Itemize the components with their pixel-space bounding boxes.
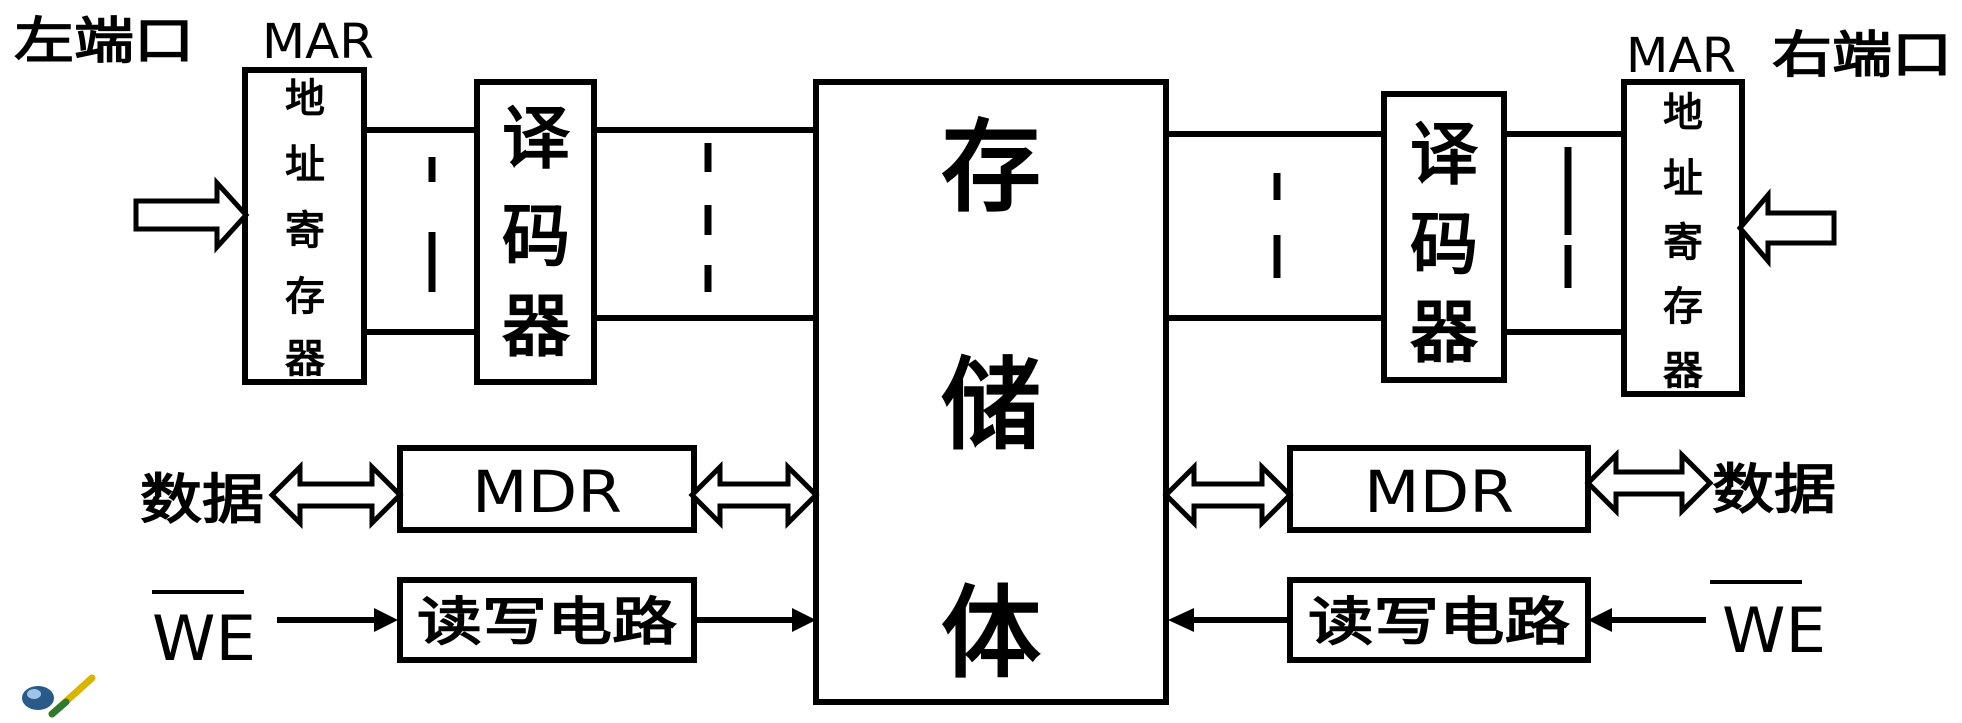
- left-address-register-label: 地 址 寄 存 器: [285, 75, 326, 382]
- svg-text:码: 码: [1410, 205, 1478, 285]
- right-we-to-rw-arrow: [1588, 608, 1706, 632]
- right-address-input-arrow: [1736, 188, 1837, 268]
- svg-text:体: 体: [941, 574, 1041, 692]
- svg-text:址: 址: [285, 141, 325, 188]
- right-data-label: 数据: [1712, 457, 1836, 521]
- right-memory-to-mdr-arrow: [1162, 460, 1294, 530]
- right-mdr-to-data-arrow: [1584, 448, 1714, 518]
- svg-text:器: 器: [1663, 347, 1704, 394]
- left-rw-to-memory-arrow: [696, 608, 816, 632]
- right-we-label: WE: [1722, 594, 1826, 667]
- left-port-title: 左端口: [14, 11, 194, 70]
- memory-array-label: 存 储 体: [941, 108, 1041, 692]
- svg-text:寄: 寄: [285, 207, 325, 254]
- left-rw-circuit-label: 读写电路: [417, 592, 678, 653]
- svg-text:器: 器: [502, 287, 571, 367]
- left-decoder-label: 译 码 器: [502, 99, 571, 367]
- svg-text:译: 译: [1410, 115, 1479, 195]
- right-rw-to-memory-arrow: [1168, 608, 1290, 632]
- svg-text:存: 存: [1663, 283, 1703, 330]
- right-rw-circuit-label: 读写电路: [1308, 592, 1571, 653]
- right-address-register-box: [1621, 79, 1745, 397]
- svg-text:储: 储: [941, 346, 1041, 464]
- svg-text:地: 地: [285, 75, 325, 122]
- left-rw-circuit-box: [397, 577, 697, 663]
- right-mar-label: MAR: [1626, 28, 1736, 84]
- left-data-label: 数据: [140, 467, 264, 531]
- svg-text:寄: 寄: [1663, 219, 1703, 266]
- left-mdr-label: MDR: [472, 458, 622, 526]
- svg-text:存: 存: [285, 273, 325, 320]
- right-address-register-label: 地 址 寄 存 器: [1663, 89, 1704, 394]
- memory-array-box: [813, 79, 1169, 705]
- svg-text:器: 器: [285, 335, 326, 382]
- left-data-to-mdr-arrow: [268, 460, 404, 530]
- left-address-register-box: [242, 67, 367, 385]
- svg-text:译: 译: [502, 99, 571, 179]
- right-decoder-box: [1381, 91, 1507, 383]
- right-rw-circuit-box: [1287, 577, 1591, 663]
- right-mdr-label: MDR: [1364, 458, 1514, 526]
- left-mdr-to-memory-arrow: [688, 460, 820, 530]
- left-we-to-rw-arrow: [277, 608, 398, 632]
- left-mdr-box: [397, 445, 697, 533]
- svg-text:器: 器: [1410, 293, 1479, 373]
- svg-text:码: 码: [502, 197, 570, 277]
- left-decoder-box: [474, 79, 597, 385]
- left-address-input-arrow: [133, 176, 250, 254]
- right-mdr-box: [1287, 445, 1591, 533]
- svg-text:址: 址: [1663, 155, 1703, 202]
- svg-text:存: 存: [941, 108, 1041, 226]
- svg-text:地: 地: [1663, 89, 1703, 136]
- pen-logo-icon: [22, 674, 96, 718]
- left-mar-label: MAR: [262, 14, 374, 70]
- left-we-label: WE: [152, 602, 256, 675]
- right-decoder-label: 译 码 器: [1410, 115, 1479, 373]
- right-port-title: 右端口: [1772, 25, 1952, 84]
